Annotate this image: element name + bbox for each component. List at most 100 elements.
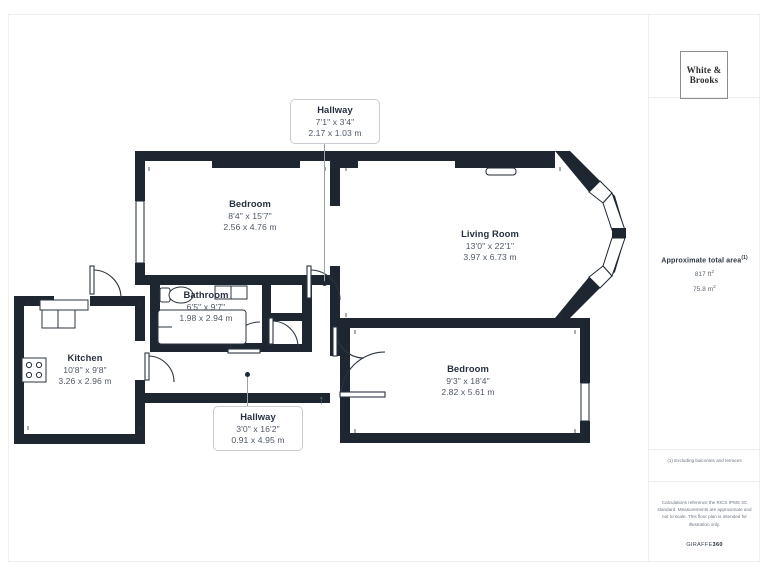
- room-metric: 3.97 x 6.73 m: [463, 252, 517, 262]
- window-living-top: [485, 167, 517, 176]
- sidebar-divider-2: [649, 449, 760, 450]
- logo-line-2: Brooks: [689, 75, 719, 85]
- wall-bedroom-bottom: [135, 275, 330, 285]
- leader-hallway-top: [324, 141, 325, 286]
- room-imperial: 8'4" x 15'7": [228, 211, 272, 221]
- wall-living-top-step-left: [340, 161, 358, 168]
- wall-bedroom2-top-right: [565, 318, 590, 328]
- wall-living-top-step-right: [455, 161, 555, 168]
- room-name: Bedroom: [229, 198, 271, 209]
- wall-bay-upper-diag: [555, 151, 600, 192]
- door-leaf-bathroom: [227, 348, 261, 354]
- toilet-fixture: [159, 286, 194, 304]
- logo-text: White & Brooks: [687, 65, 722, 85]
- wall-bathroom-right: [262, 285, 271, 352]
- room-label-hallway-top: Hallway 7'1" x 3'4" 2.17 x 1.03 m: [290, 99, 380, 144]
- room-label-bathroom: Bathroom 6'5" x 9'7" 1.98 x 2.94 m: [146, 289, 266, 323]
- window-bedroom2-right: [580, 382, 590, 422]
- room-label-living-room: Living Room 13'0" x 22'1" 3.97 x 6.73 m: [424, 228, 556, 262]
- wall-living-bottom: [340, 318, 565, 328]
- anchor-dot-hallway-bottom: [245, 372, 250, 377]
- wall-kitchen-left: [14, 296, 24, 444]
- wall-centre-mid: [271, 313, 312, 321]
- door-arc-bedroom2: [340, 351, 386, 397]
- room-metric: 0.91 x 4.95 m: [231, 435, 285, 445]
- door-arc-kitchen-side: [147, 355, 175, 383]
- room-name: Living Room: [461, 228, 519, 239]
- wall-bedroom2-bottom: [340, 433, 590, 443]
- total-area-title-text: Approximate total area: [661, 255, 742, 265]
- floor-plan-drawing: ↑ Hallway 7'1" x 3'4" 2.17 x 1.03 m Bedr…: [14, 99, 626, 451]
- brand-suffix: 360: [712, 542, 723, 548]
- room-label-hallway-bottom: Hallway 3'0" x 16'2" 0.91 x 4.95 m: [213, 406, 303, 451]
- logo-line-1: White &: [686, 65, 722, 75]
- wall-kitchen-top-left: [14, 296, 54, 306]
- wall-bedroom-top-step: [212, 161, 300, 168]
- room-imperial: 13'0" x 22'1": [465, 241, 515, 251]
- room-label-bedroom-bottom: Bedroom 9'3" x 18'4" 2.82 x 5.61 m: [406, 363, 530, 397]
- wall-hallway-left-lower: [330, 266, 340, 356]
- imperial-unit-exp: 2: [711, 269, 715, 275]
- info-sidebar: White & Brooks Approximate total area(1)…: [648, 15, 760, 561]
- wall-bedroom2-left: [340, 328, 350, 443]
- room-name: Kitchen: [67, 352, 103, 363]
- total-area-title: Approximate total area(1): [649, 255, 760, 264]
- door-arc-bedroom: [309, 269, 341, 301]
- window-bedroom-left: [135, 200, 145, 264]
- wall-bedroom-top: [135, 151, 360, 161]
- total-area-marker: (1): [741, 255, 748, 261]
- wall-bay-lower-diag: [555, 277, 600, 318]
- brand-prefix: GIRAFFE: [686, 542, 713, 548]
- walls-group: [14, 151, 626, 444]
- total-area-imperial: 817 ft2: [649, 269, 760, 278]
- wall-kitchen-top-right: [90, 296, 145, 306]
- wall-centre-bottom: [271, 344, 312, 352]
- wall-bay-mid: [612, 228, 626, 238]
- dimension-ticks: [27, 167, 576, 433]
- door-leaf-centre: [268, 317, 274, 345]
- white-and-brooks-logo: White & Brooks: [680, 51, 728, 99]
- room-label-bedroom-top: Bedroom 8'4" x 15'7" 2.56 x 4.76 m: [189, 198, 311, 232]
- room-name: Hallway: [317, 104, 353, 115]
- room-name: Bathroom: [183, 289, 229, 300]
- wall-bedroom2-right-lower: [580, 421, 590, 443]
- wall-kitchen-bottom: [14, 434, 144, 444]
- room-metric: 1.98 x 2.94 m: [179, 313, 233, 323]
- wall-bedroom-left-lower: [135, 263, 145, 285]
- door-leaf-bedroom2: [339, 391, 386, 398]
- room-metric: 2.17 x 1.03 m: [308, 128, 362, 138]
- metric-unit-exp: 2: [713, 283, 716, 289]
- logo-cell: White & Brooks: [649, 15, 760, 99]
- room-metric: 2.82 x 5.61 m: [441, 387, 495, 397]
- room-imperial: 6'5" x 9'7": [186, 302, 226, 312]
- room-label-kitchen: Kitchen 10'8" x 9'8" 3.26 x 2.96 m: [24, 352, 146, 386]
- room-imperial: 9'3" x 18'4": [446, 376, 490, 386]
- kitchen-counter-fixture: [39, 299, 89, 329]
- page-border: [8, 14, 760, 562]
- room-metric: 3.26 x 2.96 m: [58, 376, 112, 386]
- total-area-block: Approximate total area(1) 817 ft2 75.8 m…: [649, 255, 760, 293]
- leader-hallway-bottom: [247, 374, 248, 406]
- wall-bathroom-left: [150, 285, 160, 343]
- door-leaf-kitchen-side: [144, 352, 150, 381]
- total-area-metric-value: 75.8 m: [693, 285, 714, 293]
- door-leaf-living: [332, 326, 338, 357]
- door-arc-centre: [271, 320, 299, 348]
- total-area-metric: 75.8 m2: [649, 284, 760, 293]
- wall-bedroom-left-upper: [135, 151, 145, 201]
- measurement-disclaimer: Calculations reference the RICS IPMS 3C …: [657, 500, 752, 527]
- floor-plan-svg: [14, 151, 626, 444]
- sink-fixture: [214, 285, 248, 300]
- door-leaf-bedroom: [306, 265, 312, 299]
- room-name: Hallway: [240, 411, 276, 422]
- room-name: Bedroom: [447, 363, 489, 374]
- wall-centre-right-upper: [302, 285, 312, 315]
- sidebar-divider-3: [649, 481, 760, 482]
- wall-kitchen-right-upper: [135, 296, 145, 341]
- wall-bathroom-bottom: [150, 343, 270, 352]
- anchor-dot-hallway-top: [322, 281, 327, 286]
- sidebar-divider-1: [649, 97, 760, 98]
- room-imperial: 10'8" x 9'8": [63, 365, 107, 375]
- wall-hallway-left-upper: [330, 161, 340, 206]
- entrance-arrow-icon: ↑: [318, 392, 325, 407]
